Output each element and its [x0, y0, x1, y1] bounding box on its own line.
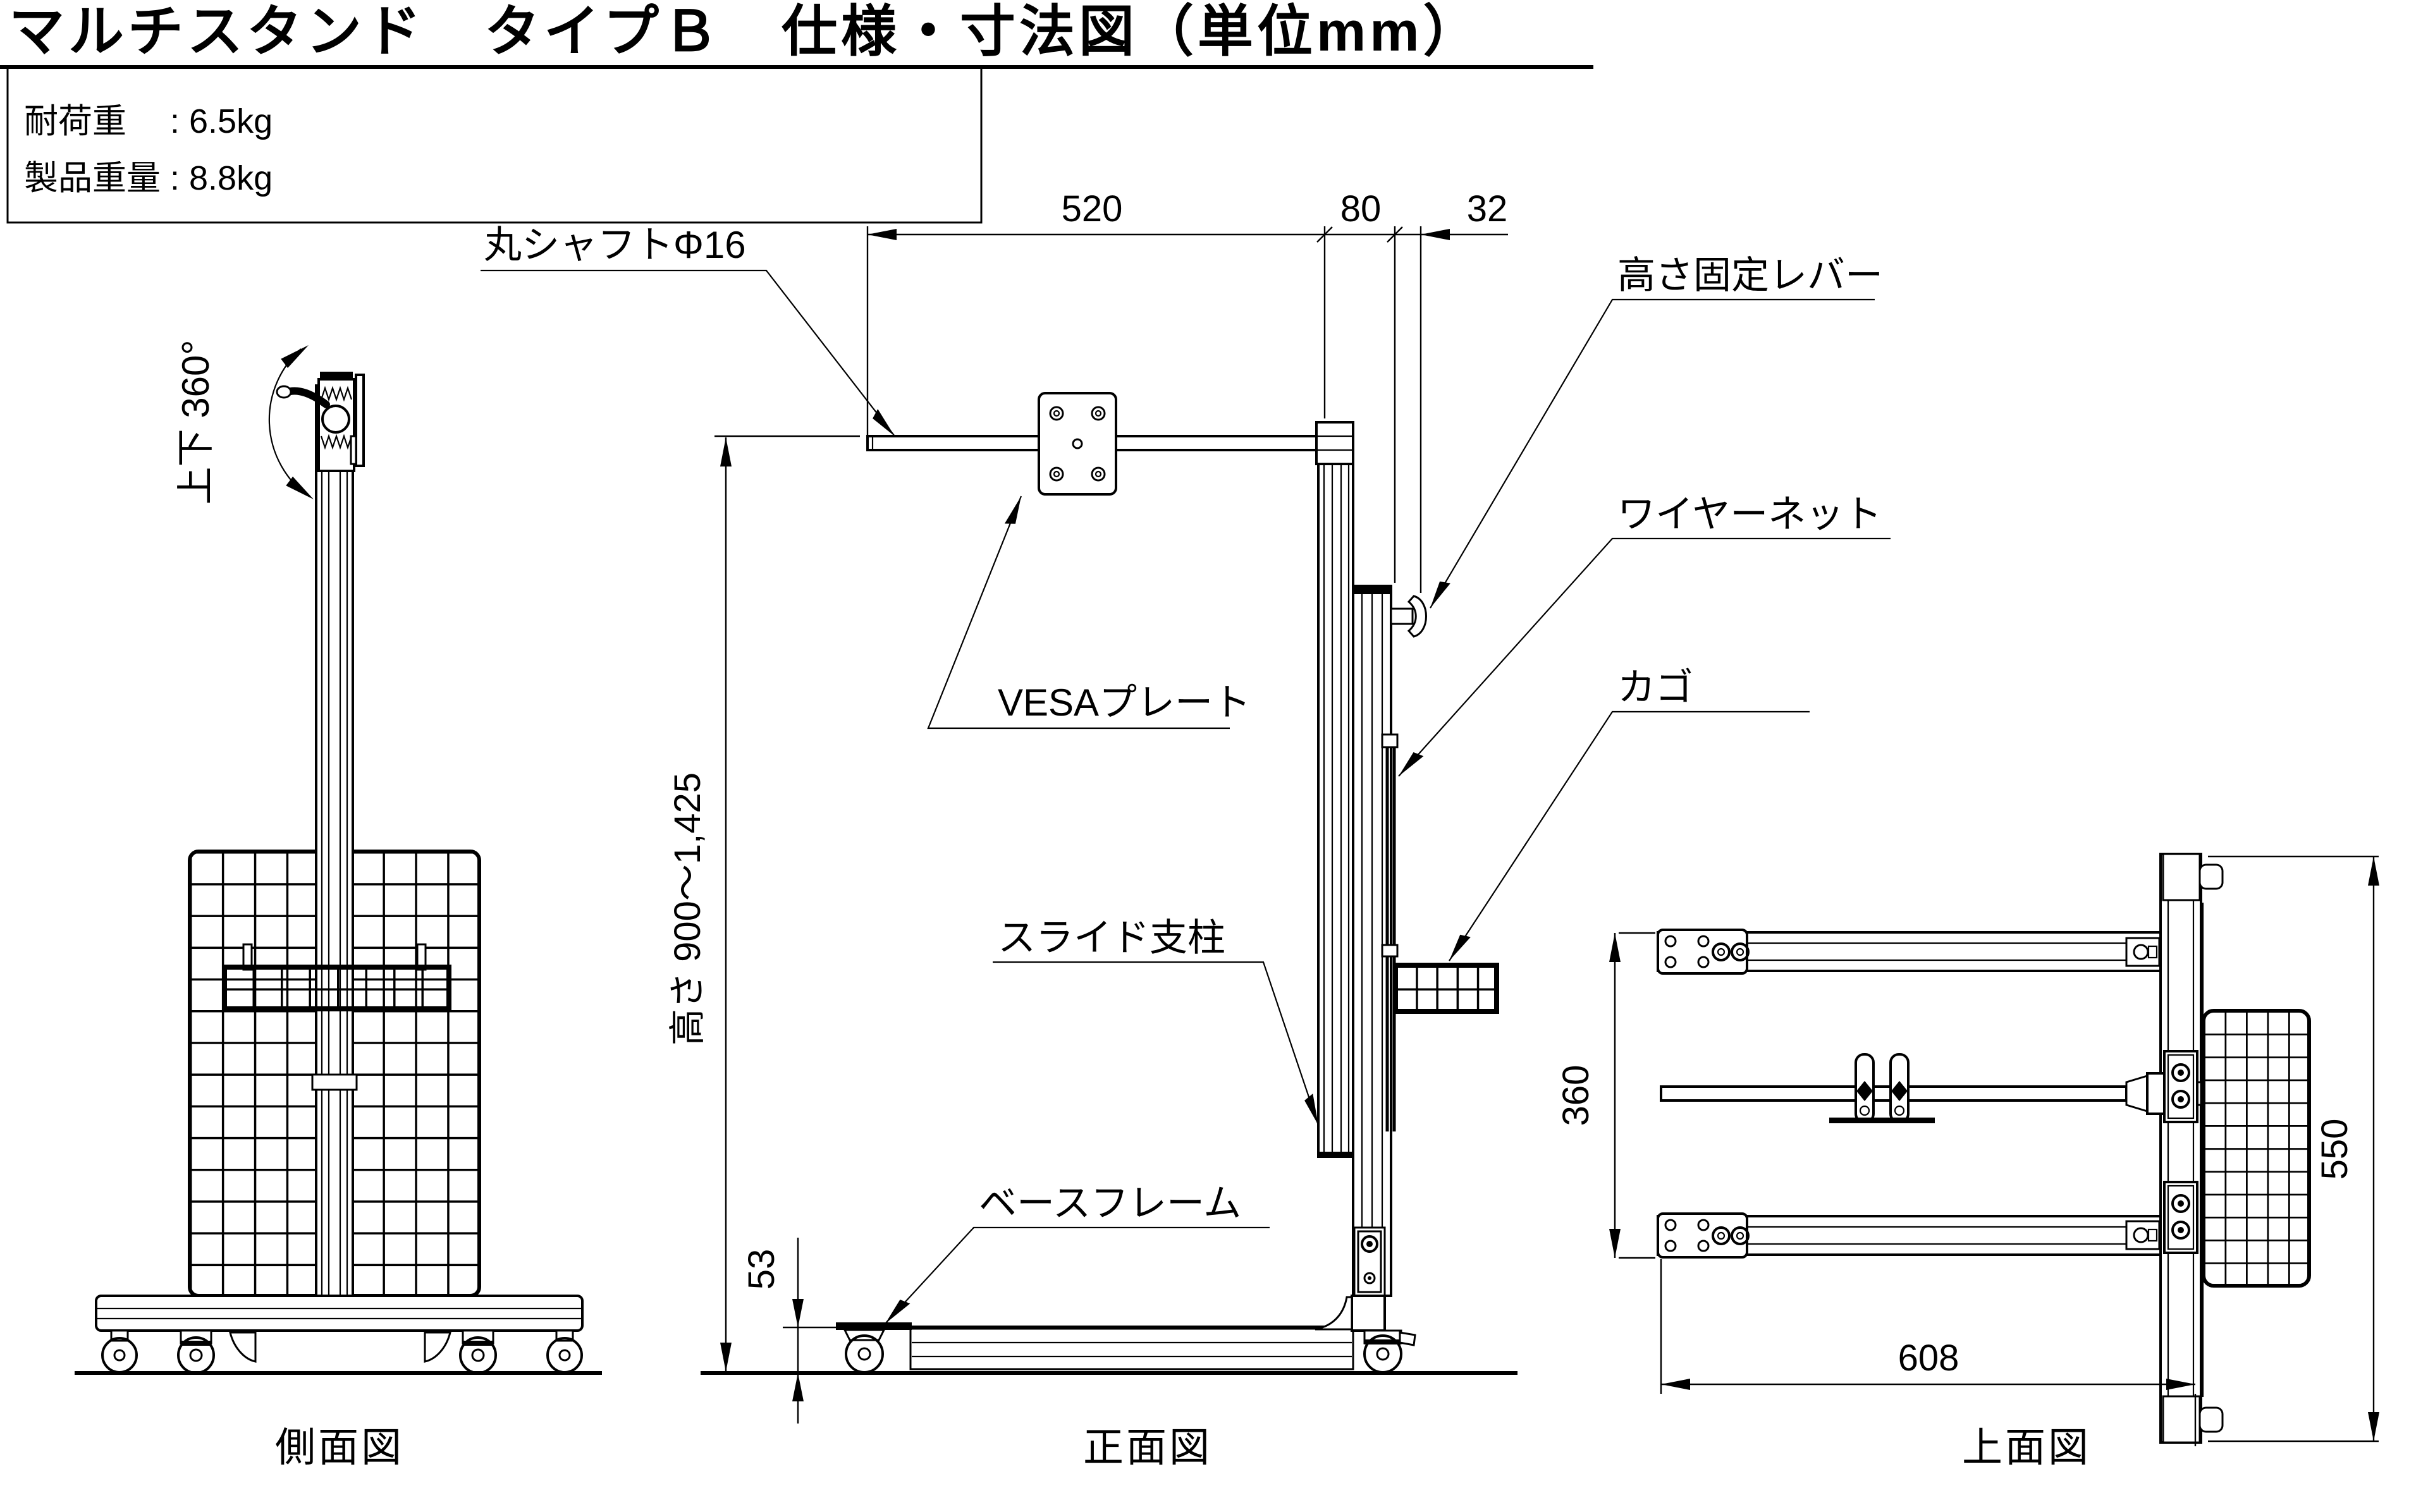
svg-text:高さ固定レバー: 高さ固定レバー [1617, 254, 1883, 296]
monitor-pivot-side [276, 372, 365, 472]
caster-icon [836, 1322, 912, 1374]
svg-text:丸シャフトΦ16: 丸シャフトΦ16 [484, 224, 746, 266]
side-view: 上下 360° [75, 340, 602, 1470]
header: マルチスタンド タイプＢ 仕様・寸法図（単位mm） 耐荷重 : 6.5kg 製品… [0, 0, 1593, 224]
dim-arm-to-column: 80 [1340, 188, 1382, 229]
rail-latch-top [2163, 1050, 2198, 1123]
dim-base-width: 608 [1898, 1338, 1959, 1379]
spec-load: 耐荷重 : 6.5kg [24, 102, 273, 140]
caster-icon [1363, 1329, 1416, 1374]
part-labels: 丸シャフトΦ16 VESAプレート 高さ固定レバー ワイヤーネット カゴ スライ… [481, 224, 1891, 1324]
column-clamp-side [311, 1073, 358, 1091]
tilt-range-label: 上下 360° [175, 340, 217, 505]
column-base-bracket [1353, 1226, 1386, 1297]
label-base-frame: ベースフレーム [885, 1182, 1270, 1324]
arm-clamp [1315, 421, 1354, 465]
tilt-arc: 上下 360° [175, 340, 314, 505]
label-round-shaft: 丸シャフトΦ16 [481, 224, 895, 437]
wire-net-edge-front [1381, 733, 1399, 1131]
arm-shaft-top [1660, 1072, 2202, 1115]
svg-text:ベースフレーム: ベースフレーム [979, 1182, 1241, 1224]
dim-arm-length: 520 [1062, 188, 1123, 229]
mount-pins-top [1829, 1053, 1935, 1123]
dim-base-depth: 550 [2314, 1119, 2355, 1180]
label-slide-column: スライド支柱 [993, 917, 1320, 1126]
leg-top [1657, 1212, 2162, 1259]
svg-text:VESAプレート: VESAプレート [998, 681, 1251, 724]
label-basket: カゴ [1449, 666, 1810, 961]
spec-box [6, 67, 983, 224]
vesa-plate-edge [355, 374, 365, 467]
side-view-caption: 側面図 [275, 1425, 404, 1470]
svg-text:ワイヤーネット: ワイヤーネット [1617, 493, 1882, 535]
dim-base-frame-height: 53 [741, 1249, 782, 1290]
caster-icon [177, 1329, 215, 1374]
top-dimensions: 360 550 608 [1555, 855, 2379, 1446]
label-vesa-plate: VESAプレート [927, 496, 1251, 729]
outer-column-front [1352, 585, 1392, 1297]
leg-top [1657, 929, 2162, 975]
caster-icon [459, 1329, 497, 1374]
slide-column-front [1317, 463, 1354, 1158]
rail-latch-top [2163, 1181, 2198, 1254]
label-height-lock-lever: 高さ固定レバー [1430, 254, 1883, 609]
top-view-caption: 上面図 [1962, 1425, 2091, 1470]
front-dimensions: 520 80 32 高さ 900～1,425 53 [667, 188, 1508, 1424]
caster-icon [546, 1329, 583, 1374]
basket-side [222, 943, 451, 1011]
svg-text:カゴ: カゴ [1617, 666, 1693, 709]
dim-height-range: 高さ 900～1,425 [667, 772, 708, 1046]
base-rail-top [2159, 853, 2224, 1444]
front-view-caption: 正面図 [1083, 1425, 1212, 1470]
caster-icon [101, 1329, 138, 1374]
dim-leg-pitch: 360 [1555, 1065, 1597, 1126]
height-lock-lever-icon [1390, 595, 1427, 638]
base-frame-front [836, 1295, 1386, 1370]
basket-front [1393, 963, 1499, 1014]
front-view: 正面図 [701, 392, 1518, 1470]
basket-top [2202, 1009, 2311, 1288]
dim-lever-offset: 32 [1467, 188, 1508, 229]
top-view: 上面図 [1657, 853, 2311, 1470]
svg-text:スライド支柱: スライド支柱 [998, 917, 1225, 959]
label-wire-net: ワイヤーネット [1398, 493, 1891, 777]
base-side [95, 1295, 584, 1374]
vesa-plate-front [1038, 392, 1117, 496]
spec-weight: 製品重量 : 8.8kg [24, 159, 273, 197]
page-title: マルチスタンド タイプＢ 仕様・寸法図（単位mm） [9, 0, 1483, 63]
